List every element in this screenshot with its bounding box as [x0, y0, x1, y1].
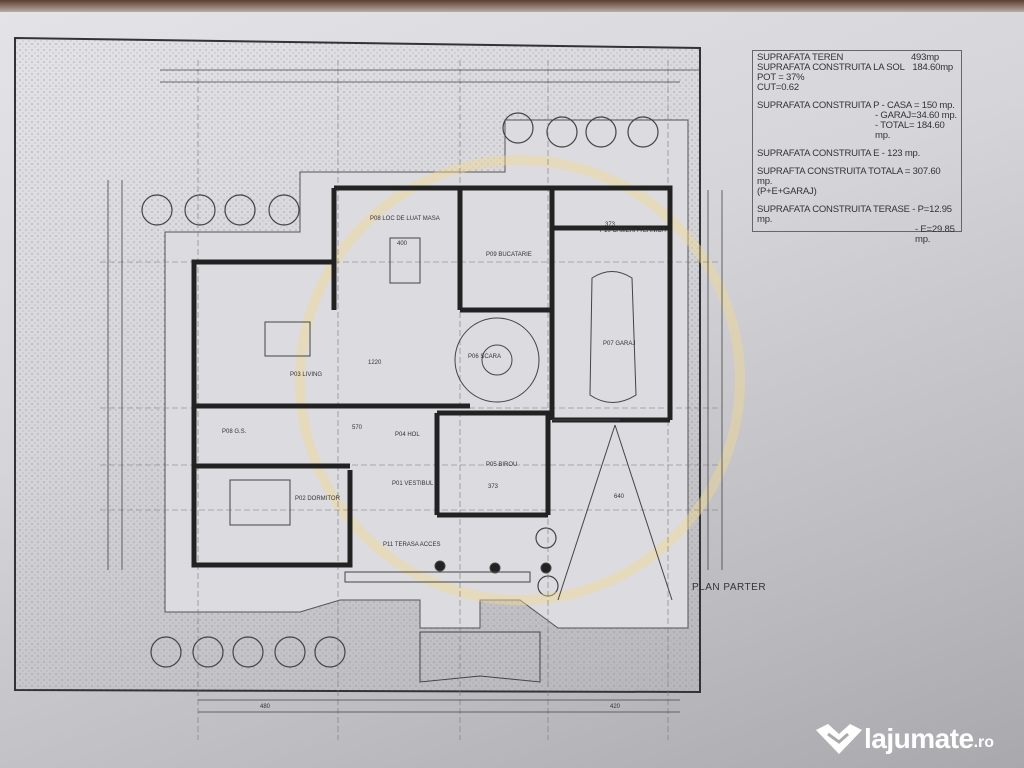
room-label-bucatarie: P09 BUCATARIE [486, 252, 532, 258]
teren-value: 493mp [910, 52, 939, 63]
e-label: SUPRAFATA CONSTRUITA E - 123 mp. [757, 148, 921, 159]
walls [191, 185, 673, 568]
p-label: SUPRAFATA CONSTRUITA P - CASA = 150 mp. [757, 100, 955, 111]
stamp-watermark [295, 155, 745, 605]
site-inner-area [164, 119, 689, 629]
handshake-heart-icon [816, 724, 862, 754]
dimension: 373 [605, 222, 616, 228]
furniture [229, 237, 673, 601]
terase-label: SUPRAFATA CONSTRUITA TERASE - P=12.95 mp… [757, 204, 952, 225]
p-garaj: - GARAJ=34.60 mp. [875, 110, 957, 121]
entrance-path [419, 631, 541, 683]
plan-title: PLAN PARTER [692, 582, 767, 593]
room-label-baie: P08 G.S. [222, 429, 247, 435]
totala-sub: (P+E+GARAJ) [757, 186, 817, 197]
cut: CUT=0.62 [757, 82, 799, 93]
photo-top-edge [0, 0, 1024, 12]
brand-name: lajumate [864, 723, 974, 754]
dimension: 400 [397, 241, 408, 247]
room-label-tehnica: P10 CAMERA TEHNICA [600, 228, 666, 234]
teren-label: SUPRAFATA TEREN [757, 52, 844, 63]
dimension: 373 [488, 484, 499, 490]
room-label-hol: P04 HOL [395, 432, 420, 438]
dimension: 420 [610, 704, 621, 710]
spiral-stair [454, 317, 540, 403]
lajumate-watermark: lajumate .ro [814, 722, 994, 756]
sol-value: 184.60mp [912, 62, 953, 73]
trees [141, 112, 659, 668]
totala-label: SUPRAFTA CONSTRUITA TOTALA = 307.60 mp. [757, 166, 941, 187]
brand-tld: .ro [973, 734, 995, 751]
room-label-scara: P06 SCARA [468, 354, 501, 360]
sol-label: SUPRAFATA CONSTRUITA LA SOL [757, 62, 905, 73]
room-label-living: P03 LIVING [290, 372, 322, 378]
room-label-masa: P08 LOC DE LUAT MASA [370, 216, 440, 222]
room-label-birou: P05 BIROU [486, 462, 517, 468]
terase-e: - E=29.85 mp. [915, 224, 955, 245]
dimension: 570 [352, 425, 363, 431]
dimension: 640 [614, 494, 625, 500]
dimension: 480 [260, 704, 271, 710]
dimension: 1220 [368, 360, 382, 366]
p-total: - TOTAL= 184.60 mp. [875, 120, 945, 141]
room-label-garaj: P07 GARAJ [603, 341, 635, 347]
area-summary-box: SUPRAFATA TEREN 493mp SUPRAFATA CONSTRUIT… [752, 50, 962, 245]
room-label-vestibul: P01 VESTIBUL [392, 481, 434, 487]
room-label-dormitor: P02 DORMITOR [295, 496, 341, 502]
pot: POT = 37% [757, 72, 805, 83]
car-outline [589, 271, 637, 403]
room-label-terasa: P11 TERASA ACCES [383, 542, 440, 548]
